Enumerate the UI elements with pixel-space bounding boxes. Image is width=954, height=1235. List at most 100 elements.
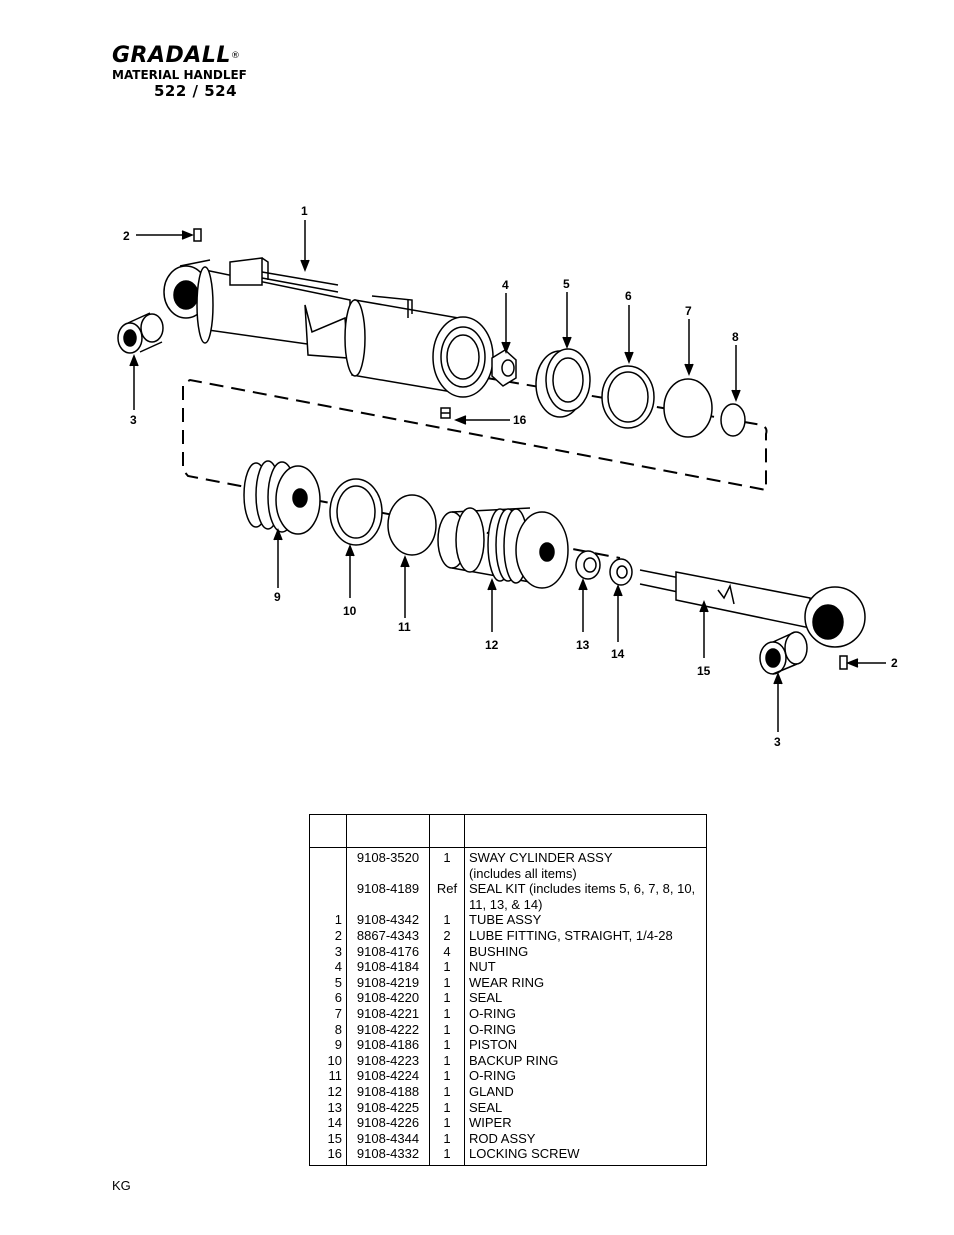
part-number-cell-text: 9108-3520 bbox=[356, 850, 420, 865]
product-line: MATERIAL HANDLEF bbox=[112, 68, 247, 82]
description-cell-text: ROD ASSY bbox=[469, 1130, 536, 1146]
quantity-cell: Ref bbox=[429, 881, 465, 913]
lube-fitting-part-2b bbox=[839, 655, 848, 670]
item-number-cell-text: 3 bbox=[334, 943, 342, 959]
description-cell-text: PISTON bbox=[469, 1037, 518, 1053]
description-cell-text: WIPER bbox=[469, 1115, 512, 1131]
description-cell-text: O-RING bbox=[469, 1005, 516, 1021]
item-number-cell: 5 bbox=[309, 974, 347, 991]
part-number-cell-text: 9108-4223 bbox=[356, 1052, 420, 1068]
description-cell: SEAL bbox=[464, 990, 707, 1006]
part-number-cell: 9108-4342 bbox=[346, 912, 430, 928]
description-cell-text: O-RING bbox=[469, 1021, 516, 1037]
description-cell-text: BUSHING bbox=[469, 943, 529, 959]
quantity-cell: 1 bbox=[429, 1068, 465, 1084]
callout-6: 6 bbox=[625, 289, 632, 303]
item-number-cell: 15 bbox=[309, 1130, 347, 1147]
item-number-cell-text: 8 bbox=[334, 1021, 342, 1037]
quantity-cell-text: 1 bbox=[443, 1005, 451, 1021]
item-number-cell-text: 11 bbox=[328, 1068, 343, 1084]
quantity-cell-text: 2 bbox=[443, 927, 451, 943]
quantity-cell: 1 bbox=[429, 1052, 465, 1069]
item-number-cell-text: 13 bbox=[327, 1099, 342, 1115]
item-number-cell: 11 bbox=[309, 1068, 347, 1084]
description-cell-text: SWAY CYLINDER ASSY bbox=[469, 850, 613, 865]
part-number-cell-text: 9108-4184 bbox=[356, 959, 420, 975]
registered-mark: ® bbox=[230, 51, 241, 61]
part-number-cell-text: 9108-4225 bbox=[356, 1099, 420, 1115]
part-number-cell-text: 9108-4221 bbox=[356, 1005, 420, 1021]
locking-screw-part-16 bbox=[440, 407, 451, 419]
item-number-cell-text: 16 bbox=[327, 1146, 342, 1162]
callout-10: 10 bbox=[343, 604, 357, 618]
o-ring-part-7 bbox=[663, 378, 713, 438]
callout-4: 4 bbox=[502, 278, 509, 292]
callout-9: 9 bbox=[274, 590, 281, 604]
bushing-part-3a bbox=[117, 312, 164, 354]
quantity-cell: 1 bbox=[429, 1037, 465, 1053]
quantity-cell-text: 1 bbox=[443, 1146, 451, 1162]
item-number-cell: 7 bbox=[309, 1005, 347, 1022]
item-number-cell-text: 10 bbox=[327, 1052, 342, 1068]
item-number-cell-text: 2 bbox=[334, 927, 342, 943]
item-number-cell: 9 bbox=[309, 1037, 347, 1053]
quantity-cell: 1 bbox=[429, 1115, 465, 1131]
backup-ring-part-10 bbox=[329, 478, 383, 546]
part-number-cell-text: 9108-4224 bbox=[356, 1068, 420, 1084]
table-row: 7 9108-4221 1 O-RING bbox=[309, 1005, 707, 1022]
part-number-cell-text: 9108-4222 bbox=[356, 1021, 420, 1037]
piston-part-9 bbox=[243, 460, 321, 535]
quantity-cell-text: 1 bbox=[443, 1083, 451, 1099]
description-cell-text: WEAR RING bbox=[469, 974, 545, 990]
gland-part-12 bbox=[437, 507, 569, 589]
quantity-cell: 1 bbox=[429, 912, 465, 928]
quantity-cell-text: 1 bbox=[443, 1021, 451, 1037]
quantity-cell: 4 bbox=[429, 943, 465, 960]
callout-1: 1 bbox=[301, 204, 308, 218]
part-number-cell: 8867-4343 bbox=[346, 927, 430, 944]
callout-2a: 2 bbox=[123, 229, 130, 243]
description-cell-text: O-RING bbox=[469, 1068, 516, 1084]
description-cell: LUBE FITTING, STRAIGHT, 1/4-28 bbox=[464, 927, 707, 944]
quantity-cell: 1 bbox=[429, 1021, 465, 1038]
description-cell-text: SEAL KIT (includes items 5, 6, 7, 8, 10, bbox=[469, 881, 696, 897]
item-number-cell: 2 bbox=[309, 927, 347, 944]
part-number-cell: 9108-4186 bbox=[346, 1037, 430, 1053]
quantity-cell-text: 1 bbox=[443, 850, 451, 865]
table-header-row bbox=[309, 814, 707, 848]
description-cell: SEAL KIT (includes items 5, 6, 7, 8, 10,… bbox=[464, 881, 707, 913]
quantity-cell-text: 1 bbox=[443, 1052, 451, 1068]
part-number-cell: 9108-4188 bbox=[346, 1083, 430, 1100]
item-number-cell: 12 bbox=[309, 1083, 347, 1100]
wiper-part-14 bbox=[609, 558, 633, 586]
item-number-cell-text: 9 bbox=[334, 1037, 342, 1053]
description-cell-text: LOCKING SCREW bbox=[469, 1146, 580, 1162]
part-number-cell: 9108-4222 bbox=[346, 1021, 430, 1038]
leader-lines bbox=[129, 220, 886, 732]
description-cell: BUSHING bbox=[464, 943, 707, 960]
gradall-logo: GRADALL® MATERIAL HANDLEF 522 / 524 bbox=[112, 43, 282, 101]
item-number-cell-text: 6 bbox=[334, 990, 342, 1006]
description-cell-text: LUBE FITTING, STRAIGHT, 1/4-28 bbox=[469, 927, 673, 943]
footer-code: KG bbox=[112, 1178, 131, 1193]
part-number-cell-text: 9108-4189 bbox=[356, 881, 420, 897]
header-part-number bbox=[346, 814, 430, 848]
quantity-cell-text: 4 bbox=[443, 943, 451, 959]
description-cell: SEAL bbox=[464, 1099, 707, 1116]
part-number-cell-text: 9108-4188 bbox=[356, 1083, 420, 1099]
part-number-cell-text: 8867-4343 bbox=[356, 927, 420, 943]
callout-13: 13 bbox=[576, 638, 590, 652]
item-number-cell: 8 bbox=[309, 1021, 347, 1038]
description-cell: O-RING bbox=[464, 1068, 707, 1084]
rod-assy-part-15 bbox=[639, 569, 866, 648]
brand-text: GRADALL bbox=[112, 43, 231, 68]
part-number-cell: 9108-4219 bbox=[346, 974, 430, 991]
